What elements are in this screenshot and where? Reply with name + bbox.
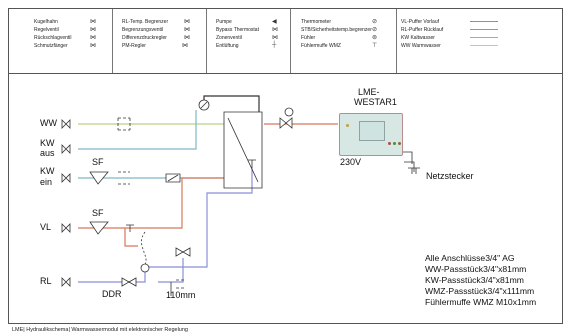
device-name-line2: WESTAR1 bbox=[354, 97, 397, 107]
legend-label: WW Warmwasser bbox=[401, 43, 441, 49]
sensor-icon: ⊚ bbox=[372, 35, 378, 41]
status-led bbox=[346, 124, 349, 127]
ddr-label: DDR bbox=[102, 289, 122, 299]
legend-label: Entlüftung bbox=[216, 43, 239, 49]
connection-notes: Alle Anschlüsse3/4" AG WW-Passstück3/4"x… bbox=[425, 253, 536, 308]
note-line: KW-Passstück3/4"x81mm bbox=[425, 275, 524, 285]
stb-limiter-icon: ⊘ bbox=[372, 27, 378, 33]
legend-col-1: Kugelhahn Regelventil Rückschlagventil S… bbox=[34, 18, 72, 50]
legend-divider bbox=[396, 9, 397, 73]
legend-label: Regelventil bbox=[34, 27, 59, 33]
legend-col-4: Thermometer STB/Sicherheitstemp.begrenze… bbox=[301, 18, 372, 50]
legend-label: Rückschlagventil bbox=[34, 35, 72, 41]
drawing-frame bbox=[8, 8, 563, 324]
legend-label: STB/Sicherheitstemp.begrenzer bbox=[301, 27, 372, 33]
legend-col-5: VL-Puffer Vorlauf RL-Puffer Rücklauf KW … bbox=[401, 18, 443, 50]
status-led bbox=[398, 142, 401, 145]
diff-pressure-regulator-icon: ⋈ bbox=[184, 35, 190, 41]
sf-label: SF bbox=[92, 157, 104, 167]
note-line: WW-Passstück3/4"x81mm bbox=[425, 264, 527, 274]
legend-label: Differenzdruckregler bbox=[122, 35, 167, 41]
legend-panel bbox=[8, 8, 563, 74]
ball-valve-icon: ⋈ bbox=[90, 19, 96, 25]
legend-line-vl bbox=[470, 21, 498, 22]
ww-label: WW bbox=[40, 118, 57, 128]
legend-label: RL-Puffer Rücklauf bbox=[401, 27, 444, 33]
kw-ein-sublabel: ein bbox=[40, 177, 53, 187]
bypass-thermostat-icon: ⋈ bbox=[272, 27, 278, 33]
vl-label: VL bbox=[40, 222, 52, 232]
legend-label: KW Kaltwasser bbox=[401, 35, 435, 41]
legend-divider bbox=[290, 9, 291, 73]
legend-col-2: RL-Temp. Begrenzer Begrenzungsventil Dif… bbox=[122, 18, 168, 50]
dimension-label: 110mm bbox=[166, 290, 196, 300]
lme-westar1-controller bbox=[339, 113, 403, 156]
plug-label: Netzstecker bbox=[426, 171, 474, 181]
legend-label: Pumpe bbox=[216, 19, 232, 25]
note-line: Alle Anschlüsse3/4" AG bbox=[425, 253, 515, 263]
status-led bbox=[393, 142, 396, 145]
legend-label: Zonenventil bbox=[216, 35, 242, 41]
pm-regulator-icon: ⋈ bbox=[182, 43, 188, 49]
note-line: WMZ-Passstück3/4"x111mm bbox=[425, 286, 535, 296]
footer-title: LME| Hydraulikschema| Warmwassermodul mi… bbox=[12, 327, 188, 333]
legend-label: Fühler bbox=[301, 35, 316, 41]
check-valve-icon: ⋈ bbox=[90, 35, 96, 41]
legend-label: Schmutzfänger bbox=[34, 43, 68, 49]
pump-icon: ◀ bbox=[272, 19, 277, 25]
control-valve-icon: ⋈ bbox=[90, 27, 96, 33]
limiting-valve-icon: ⋈ bbox=[184, 27, 190, 33]
kw-aus-label: KW bbox=[40, 138, 55, 148]
controller-display bbox=[359, 121, 385, 141]
legend-label: RL-Temp. Begrenzer bbox=[122, 19, 169, 25]
legend-label: Thermometer bbox=[301, 19, 332, 25]
legend-line-rl bbox=[470, 29, 498, 30]
rl-label: RL bbox=[40, 276, 52, 286]
legend-label: PM-Regler bbox=[122, 43, 146, 49]
legend-col-3: Pumpe Bypass Thermostat Zonenventil Entl… bbox=[216, 18, 259, 50]
strainer-icon: ⋈ bbox=[90, 43, 96, 49]
status-led bbox=[388, 142, 391, 145]
legend-divider bbox=[112, 9, 113, 73]
legend-line-kw bbox=[470, 37, 498, 38]
sensor-sleeve-icon: ⊤ bbox=[372, 43, 378, 49]
legend-label: Fühlermuffe WMZ bbox=[301, 43, 341, 49]
voltage-label: 230V bbox=[340, 157, 362, 167]
kw-ein-label: KW bbox=[40, 166, 55, 176]
vent-icon: ┼ bbox=[272, 42, 277, 48]
kw-aus-sublabel: aus bbox=[40, 148, 55, 158]
legend-label: VL-Puffer Vorlauf bbox=[401, 19, 439, 25]
legend-label: Bypass Thermostat bbox=[216, 27, 259, 33]
zone-valve-icon: ⋈ bbox=[272, 35, 278, 41]
legend-line-ww bbox=[470, 45, 498, 46]
sf-label: SF bbox=[92, 208, 104, 218]
legend-label: Begrenzungsventil bbox=[122, 27, 164, 33]
device-name-line1: LME- bbox=[358, 87, 380, 97]
thermometer-icon: ⊘ bbox=[372, 19, 378, 25]
return-temp-limiter-icon: ⋈ bbox=[184, 19, 190, 25]
legend-label: Kugelhahn bbox=[34, 19, 58, 25]
note-line: Fühlermuffe WMZ M10x1mm bbox=[425, 297, 537, 307]
legend-divider bbox=[206, 9, 207, 73]
